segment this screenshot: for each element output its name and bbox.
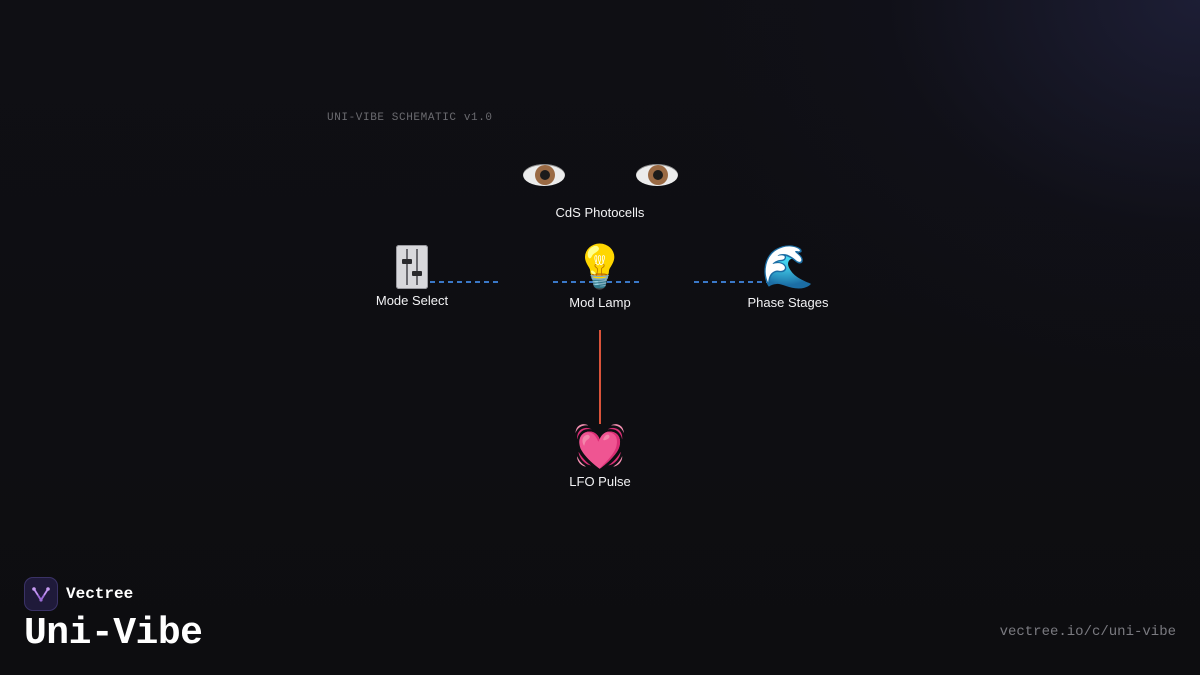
brand[interactable]: Vectree [24, 577, 133, 611]
node-label-mod-lamp: Mod Lamp [569, 295, 631, 310]
water-wave-icon: 🌊 [761, 242, 815, 291]
node-lfo-pulse[interactable]: 💓 LFO Pulse [520, 421, 680, 490]
schematic-version-label: UNI-VIBE SCHEMATIC v1.0 [327, 112, 493, 124]
heart-pulse-icon: 💓 [573, 421, 627, 470]
vectree-logo-icon [24, 577, 58, 611]
node-mode-select[interactable]: Mode Select [332, 243, 492, 308]
light-bulb-icon: 💡 [573, 242, 627, 291]
level-slider-icon [396, 245, 428, 289]
node-label-photocells: CdS Photocells [555, 205, 645, 220]
page-url-link[interactable]: vectree.io/c/uni-vibe [999, 624, 1176, 640]
photocell-left-eye-icon [521, 159, 567, 189]
photocell-right-eye-icon [634, 159, 680, 189]
page-title: Uni-Vibe [24, 612, 203, 655]
node-phase-stages[interactable]: 🌊 Phase Stages [708, 242, 868, 311]
node-label-lfo-pulse: LFO Pulse [569, 474, 631, 489]
node-mod-lamp[interactable]: 💡 Mod Lamp [520, 242, 680, 311]
node-label-mode-select: Mode Select [375, 293, 449, 308]
brand-name: Vectree [66, 585, 134, 603]
node-label-phase-stages: Phase Stages [747, 295, 829, 310]
